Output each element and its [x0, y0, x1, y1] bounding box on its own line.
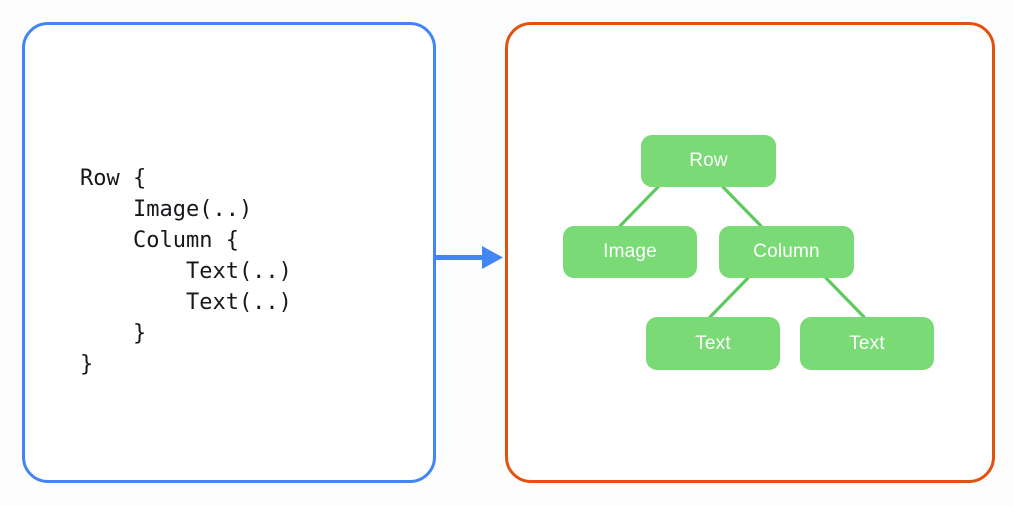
code-snippet: Row { Image(..) Column { Text(..) Text(.… [80, 166, 292, 377]
tree-edges [618, 185, 866, 319]
edge-column-text2 [824, 276, 866, 319]
edge-row-column [721, 185, 763, 228]
tree-node-text-1[interactable]: Text [646, 317, 780, 370]
edge-row-image [618, 185, 660, 228]
tree-node-column[interactable]: Column [719, 226, 854, 278]
flow-arrow [436, 246, 503, 269]
tree-node-image[interactable]: Image [563, 226, 697, 278]
tree-node-text-2[interactable]: Text [800, 317, 934, 370]
tree-node-row[interactable]: Row [641, 135, 776, 187]
edge-column-text1 [708, 276, 750, 319]
code-panel [22, 22, 436, 483]
